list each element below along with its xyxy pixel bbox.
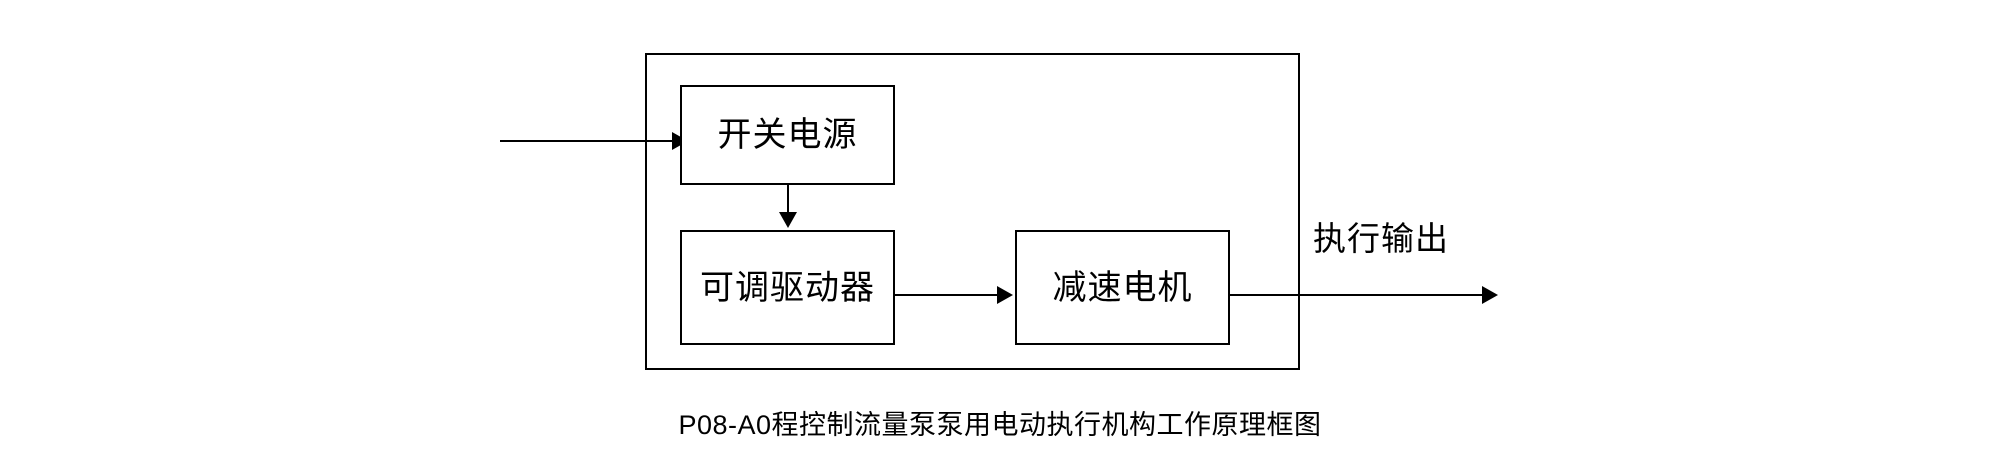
block-label-adjustable-driver: 可调驱动器 — [700, 268, 875, 307]
actuator-enclosure-box — [645, 53, 1300, 370]
output-arrow-icon — [1482, 286, 1498, 304]
psu-to-driver-connector-line — [787, 185, 789, 215]
psu-to-driver-arrow-icon — [779, 212, 797, 228]
block-label-switching-power-supply: 开关电源 — [717, 116, 858, 154]
diagram-caption: P08-A0程控制流量泵泵用电动执行机构工作原理框图 — [678, 410, 1322, 440]
block-adjustable-driver: 可调驱动器 — [680, 230, 895, 345]
output-label: 执行输出 — [1313, 220, 1449, 257]
driver-to-motor-arrow-icon — [997, 286, 1013, 304]
block-label-gear-motor: 减速电机 — [1052, 268, 1193, 307]
block-gear-motor: 减速电机 — [1015, 230, 1230, 345]
driver-to-motor-connector-line — [895, 294, 1000, 296]
block-switching-power-supply: 开关电源 — [680, 85, 895, 185]
input-connector-line — [500, 140, 675, 142]
output-connector-line — [1230, 294, 1485, 296]
